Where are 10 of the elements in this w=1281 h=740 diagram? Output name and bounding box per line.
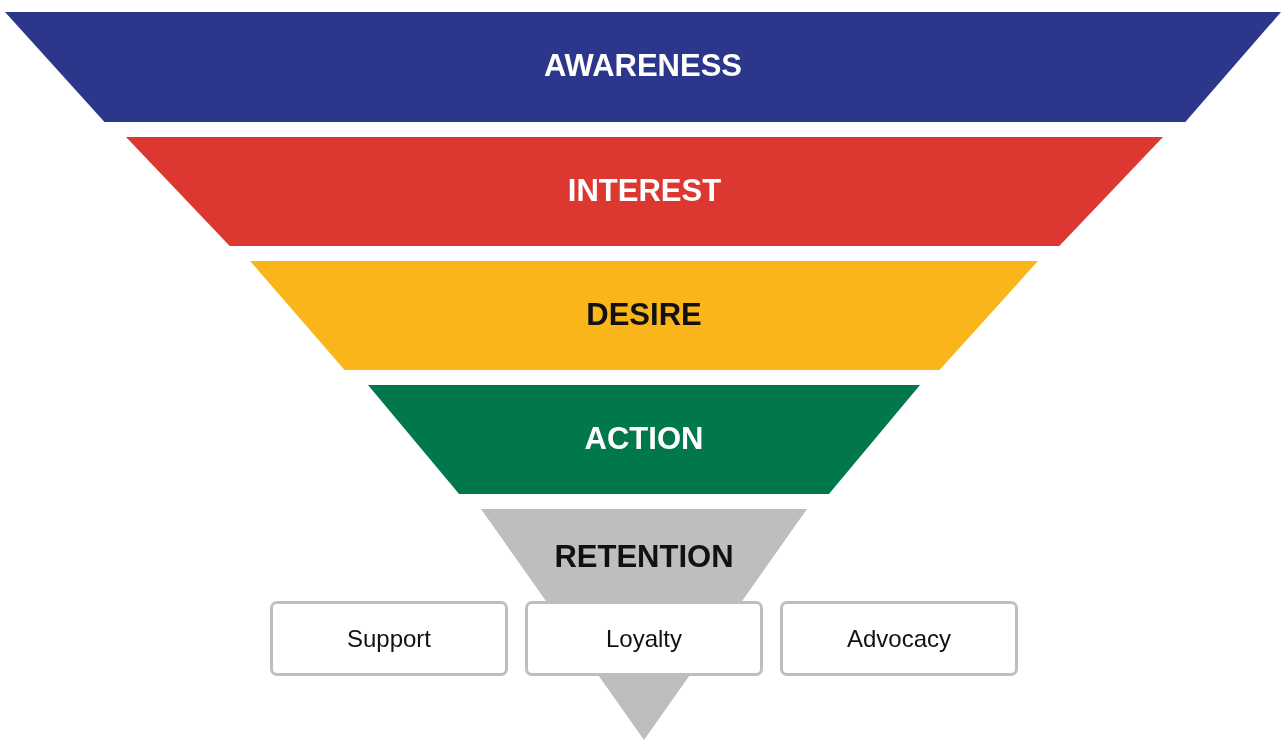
item-label: Advocacy: [846, 624, 952, 653]
item-label: Loyalty: [605, 624, 682, 653]
stage-item-box: [270, 601, 508, 676]
stage-item-box: [780, 601, 1018, 676]
stage-label: AWARENESS: [542, 48, 744, 84]
stage-label: ACTION: [583, 421, 705, 457]
stage-label: DESIRE: [585, 297, 703, 333]
stage-label: RETENTION: [553, 539, 735, 575]
stage-label: INTEREST: [566, 173, 723, 209]
item-label: Support: [346, 624, 432, 653]
